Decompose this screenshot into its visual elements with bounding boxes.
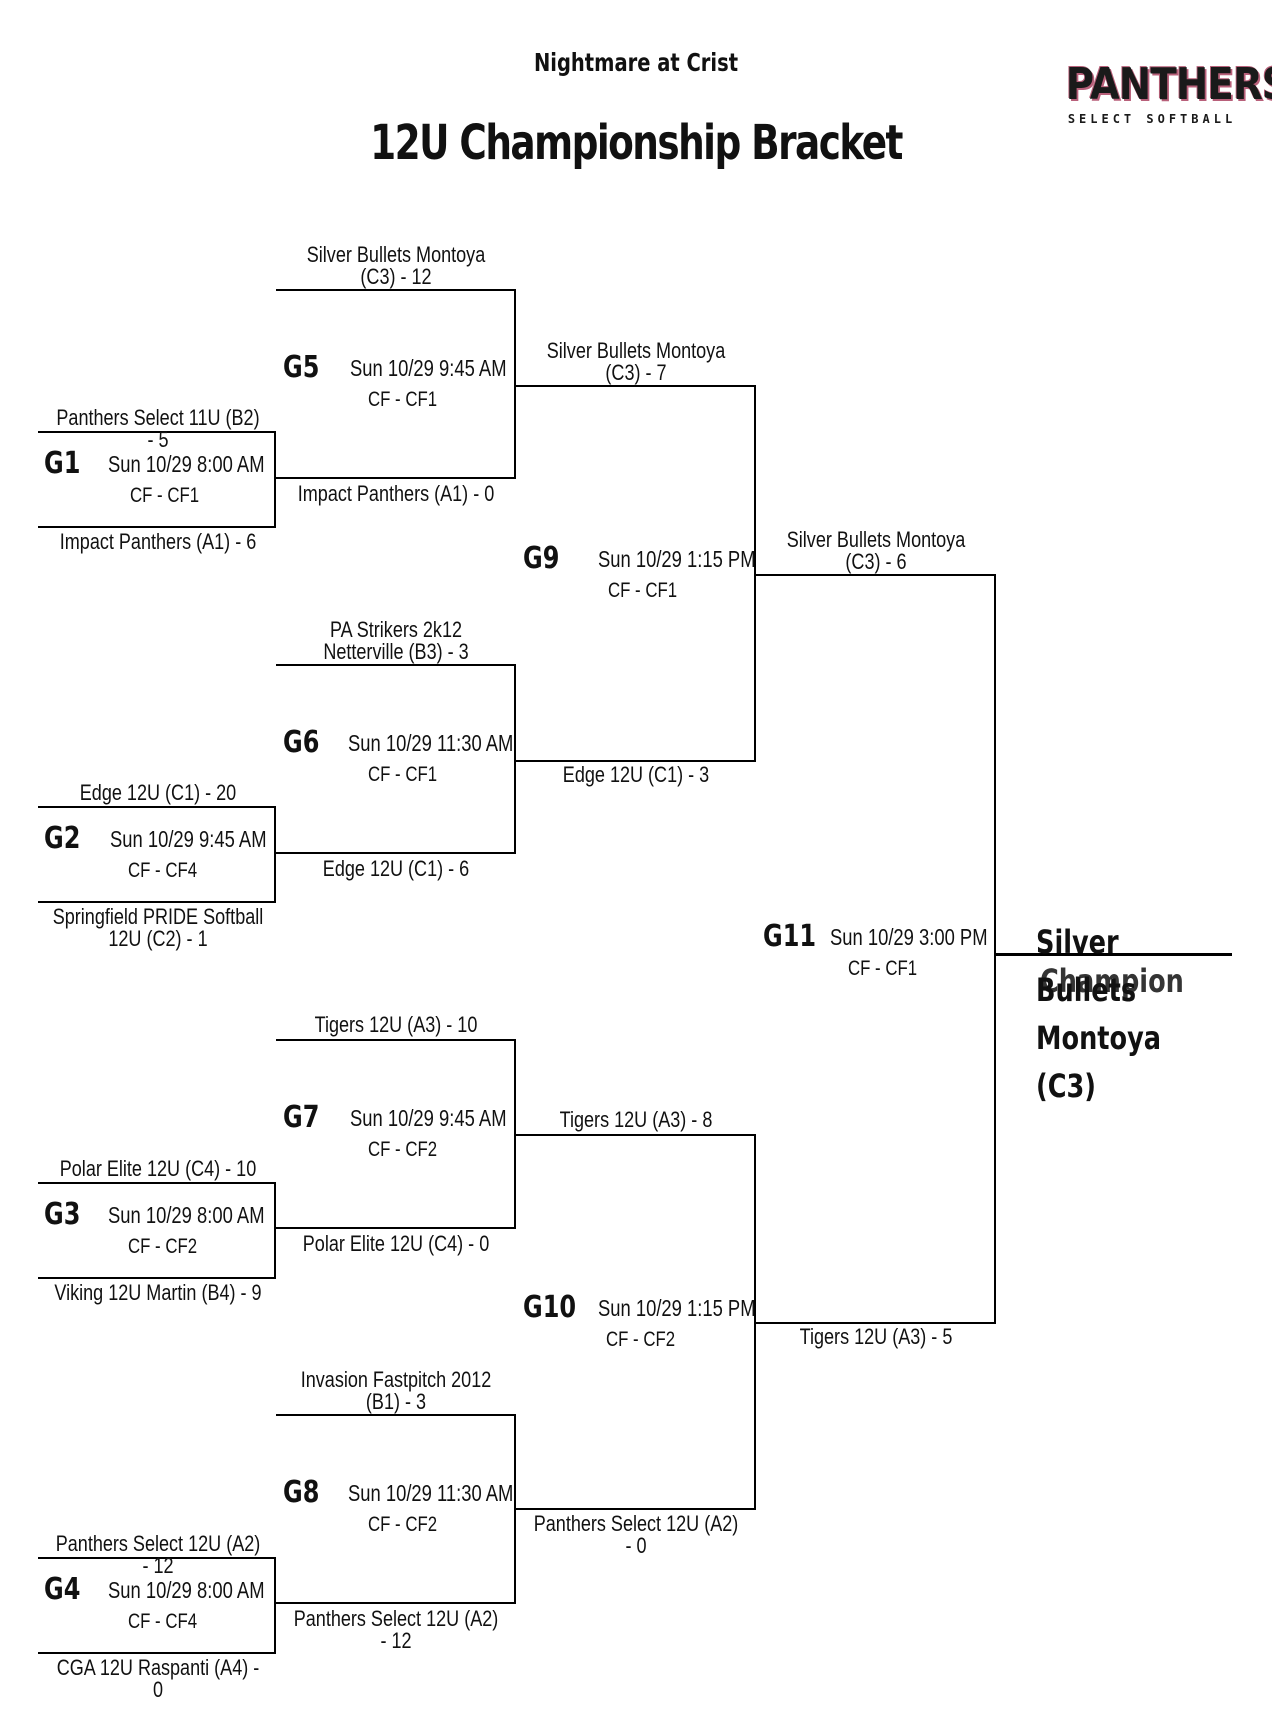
- g4-field: CF - CF4: [128, 1610, 198, 1633]
- g3-label: G3: [44, 1197, 81, 1232]
- g11-top-line: [756, 574, 996, 576]
- g7-top-team: Tigers 12U (A3) - 10: [314, 1012, 478, 1037]
- g6-time: Sun 10/29 11:30 AM: [348, 730, 514, 756]
- g10-top-team: Tigers 12U (A3) - 8: [559, 1107, 713, 1132]
- g8-bottom-line: [276, 1602, 516, 1604]
- g5-top-line: [276, 289, 516, 291]
- g7-bottom-team: Polar Elite 12U (C4) - 0: [302, 1231, 490, 1256]
- g1-bottom-team: Impact Panthers (A1) - 6: [59, 529, 257, 554]
- g7-label: G7: [283, 1100, 320, 1135]
- logo-subtitle: SELECT SOFTBALL: [1067, 112, 1237, 126]
- g2-time: Sun 10/29 9:45 AM: [110, 826, 267, 852]
- g11-label: G11: [763, 919, 817, 954]
- g3-connector: [274, 1182, 276, 1279]
- g5-bottom-team: Impact Panthers (A1) - 0: [297, 481, 495, 506]
- g9-time: Sun 10/29 1:15 PM: [598, 546, 756, 572]
- champion-line: [996, 953, 1232, 956]
- g5-field: CF - CF1: [368, 388, 438, 411]
- g1-field: CF - CF1: [130, 484, 200, 507]
- g9-connector: [754, 385, 756, 762]
- panthers-logo: PANTHERS SELECT SOFTBALL: [1054, 59, 1272, 132]
- g11-bottom-line: [756, 1322, 996, 1324]
- g9-field: CF - CF1: [608, 579, 678, 602]
- g8-bottom-team: Panthers Select 12U (A2) - 12: [293, 1606, 499, 1653]
- g8-field: CF - CF2: [368, 1513, 438, 1536]
- g2-bottom-line: [38, 901, 276, 903]
- g11-connector: [994, 574, 996, 1324]
- event-title: Nightmare at Crist: [533, 48, 739, 77]
- g6-top-team: PA Strikers 2k12 Netterville (B3) - 3: [323, 617, 469, 664]
- g10-field: CF - CF2: [606, 1328, 676, 1351]
- g10-connector: [754, 1134, 756, 1510]
- g1-bottom-line: [38, 526, 276, 528]
- g4-top-team: Panthers Select 12U (A2) - 12: [55, 1531, 261, 1578]
- g4-connector: [274, 1557, 276, 1654]
- g3-top-line: [38, 1182, 276, 1184]
- g5-bottom-line: [276, 477, 516, 479]
- g3-time: Sun 10/29 8:00 AM: [108, 1202, 265, 1228]
- g6-label: G6: [283, 725, 320, 760]
- g3-field: CF - CF2: [128, 1235, 198, 1258]
- g10-top-line: [516, 1134, 756, 1136]
- g8-time: Sun 10/29 11:30 AM: [348, 1480, 514, 1506]
- g9-top-line: [516, 385, 756, 387]
- g2-top-team: Edge 12U (C1) - 20: [79, 780, 237, 805]
- g11-time: Sun 10/29 3:00 PM: [830, 924, 988, 950]
- g4-time: Sun 10/29 8:00 AM: [108, 1577, 265, 1603]
- g5-time: Sun 10/29 9:45 AM: [350, 355, 507, 381]
- g2-top-line: [38, 806, 276, 808]
- g2-bottom-team: Springfield PRIDE Softball 12U (C2) - 1: [52, 904, 264, 951]
- g11-bottom-team: Tigers 12U (A3) - 5: [799, 1324, 953, 1349]
- g5-connector: [514, 289, 516, 479]
- g4-top-line: [38, 1557, 276, 1559]
- g2-label: G2: [44, 821, 81, 856]
- g9-bottom-team: Edge 12U (C1) - 3: [562, 762, 710, 787]
- g5-label: G5: [283, 350, 320, 385]
- champion-name: Silver Bullets Montoya (C3): [1036, 923, 1162, 1105]
- g3-bottom-line: [38, 1277, 276, 1279]
- g4-bottom-team: CGA 12U Raspanti (A4) - 0: [56, 1655, 260, 1702]
- g10-time: Sun 10/29 1:15 PM: [598, 1295, 756, 1321]
- g10-bottom-line: [516, 1508, 756, 1510]
- g1-connector: [274, 431, 276, 528]
- g3-bottom-team: Viking 12U Martin (B4) - 9: [54, 1280, 262, 1305]
- g1-top-line: [38, 431, 276, 433]
- g2-field: CF - CF4: [128, 859, 198, 882]
- g6-top-line: [276, 664, 516, 666]
- g6-bottom-team: Edge 12U (C1) - 6: [322, 856, 470, 881]
- g6-field: CF - CF1: [368, 763, 438, 786]
- g8-top-line: [276, 1414, 516, 1416]
- logo-wordmark: PANTHERS: [1065, 59, 1272, 110]
- g10-bottom-team: Panthers Select 12U (A2) - 0: [533, 1511, 739, 1558]
- g3-top-team: Polar Elite 12U (C4) - 10: [59, 1156, 257, 1181]
- g7-connector: [514, 1039, 516, 1229]
- g1-top-team: Panthers Select 11U (B2) - 5: [56, 405, 260, 452]
- g1-time: Sun 10/29 8:00 AM: [108, 451, 265, 477]
- g11-field: CF - CF1: [848, 957, 918, 980]
- bracket-title: 12U Championship Bracket: [370, 115, 903, 171]
- g6-bottom-line: [276, 852, 516, 854]
- g6-connector: [514, 664, 516, 854]
- g8-label: G8: [283, 1475, 320, 1510]
- g4-label: G4: [44, 1572, 81, 1607]
- g8-top-team: Invasion Fastpitch 2012 (B1) - 3: [300, 1367, 492, 1414]
- g1-label: G1: [44, 446, 81, 481]
- g8-connector: [514, 1414, 516, 1604]
- g7-field: CF - CF2: [368, 1138, 438, 1161]
- g10-label: G10: [523, 1290, 577, 1325]
- g7-bottom-line: [276, 1227, 516, 1229]
- g2-connector: [274, 806, 276, 903]
- g7-top-line: [276, 1039, 516, 1041]
- champion-label: Champion: [1040, 962, 1184, 1000]
- g5-top-team: Silver Bullets Montoya (C3) - 12: [306, 242, 486, 289]
- g9-bottom-line: [516, 760, 756, 762]
- g9-label: G9: [523, 541, 560, 576]
- g7-time: Sun 10/29 9:45 AM: [350, 1105, 507, 1131]
- g9-top-team: Silver Bullets Montoya (C3) - 7: [546, 338, 726, 385]
- g4-bottom-line: [38, 1652, 276, 1654]
- g11-top-team: Silver Bullets Montoya (C3) - 6: [786, 527, 966, 574]
